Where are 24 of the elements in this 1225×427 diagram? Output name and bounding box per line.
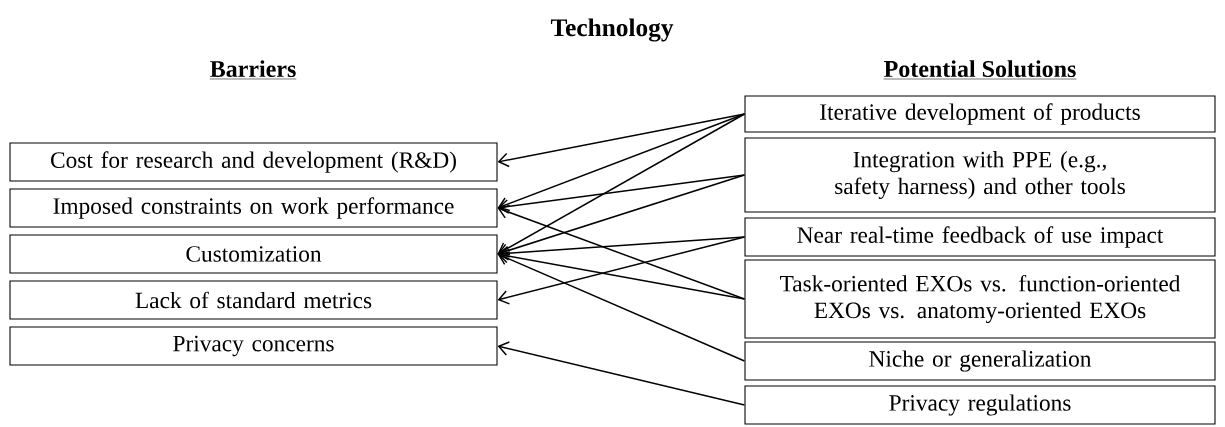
arrow [497, 174, 746, 258]
text-box: Imposed constraints on work performance [9, 188, 498, 228]
text-box: Task-oriented EXOs vs. function-oriented EXOs vs. anatomy-oriented EXOs [744, 259, 1216, 339]
arrow [497, 174, 746, 214]
title: Technology [550, 18, 674, 42]
arrow [497, 113, 746, 256]
text-box: Lack of standard metrics [9, 280, 498, 320]
arrow [497, 236, 746, 305]
text-box: Integration with PPE (e.g., safety harness) and other tools [744, 137, 1216, 213]
text-box: Iterative development of products [744, 95, 1216, 133]
arrow [497, 248, 746, 300]
arrow [497, 236, 746, 261]
arrow [497, 251, 746, 362]
column-heading: Potential Solutions [883, 60, 1077, 80]
text-box: Privacy concerns [9, 326, 498, 366]
text-box: Near real-time feedback of use impact [744, 217, 1216, 257]
text-box: Privacy regulations [744, 385, 1216, 425]
text-box: Customization [9, 234, 498, 274]
arrow [497, 341, 746, 406]
text-box: Niche or generalization [744, 341, 1216, 381]
arrow [497, 204, 746, 300]
column-heading: Barriers [209, 60, 297, 80]
arrow [497, 113, 746, 168]
text-box: Cost for research and development (R&D) [9, 142, 498, 182]
